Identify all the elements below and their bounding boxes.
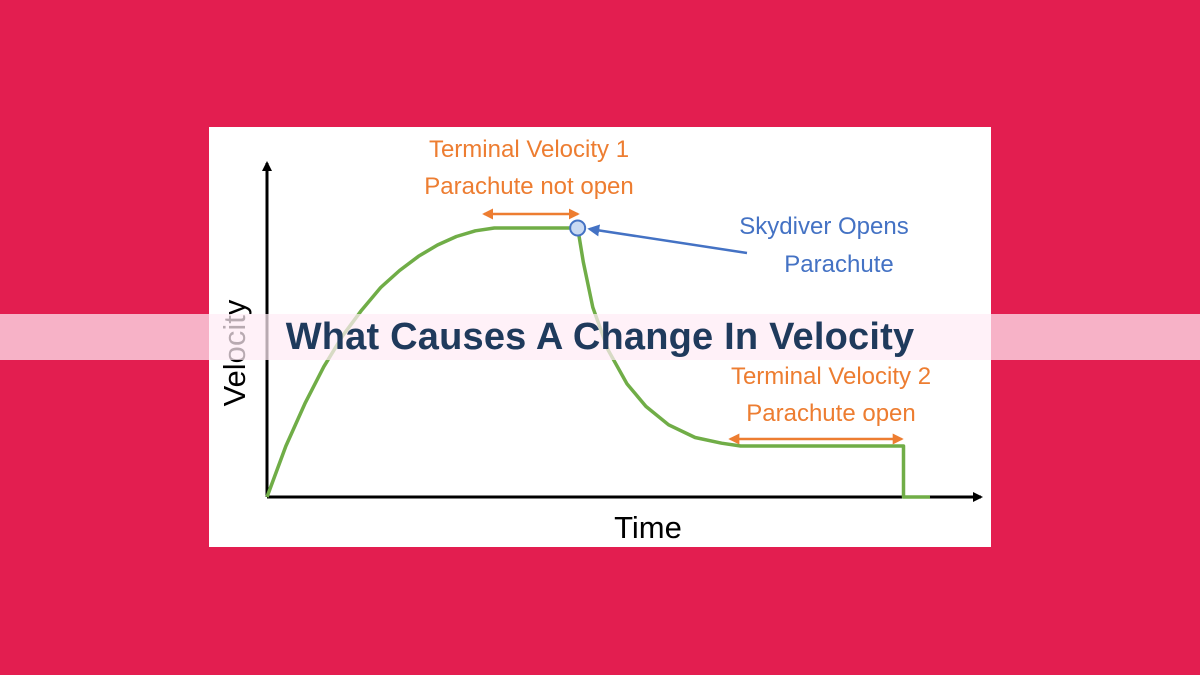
tv1-label-line1: Terminal Velocity 1 — [429, 136, 629, 163]
title-band — [0, 314, 1200, 360]
tv1-label-line2: Parachute not open — [424, 173, 634, 200]
tv2-label-line1: Terminal Velocity 2 — [731, 363, 931, 390]
open-label-line2: Parachute — [784, 251, 893, 278]
tv2-label-line2: Parachute open — [746, 400, 915, 427]
open-pointer-arrow — [587, 224, 748, 255]
parachute-open-marker — [569, 219, 587, 237]
x-axis-label: Time — [614, 510, 682, 545]
page-title: What Causes A Change In Velocity — [285, 316, 915, 358]
open-label-line1: Skydiver Opens — [739, 213, 908, 240]
